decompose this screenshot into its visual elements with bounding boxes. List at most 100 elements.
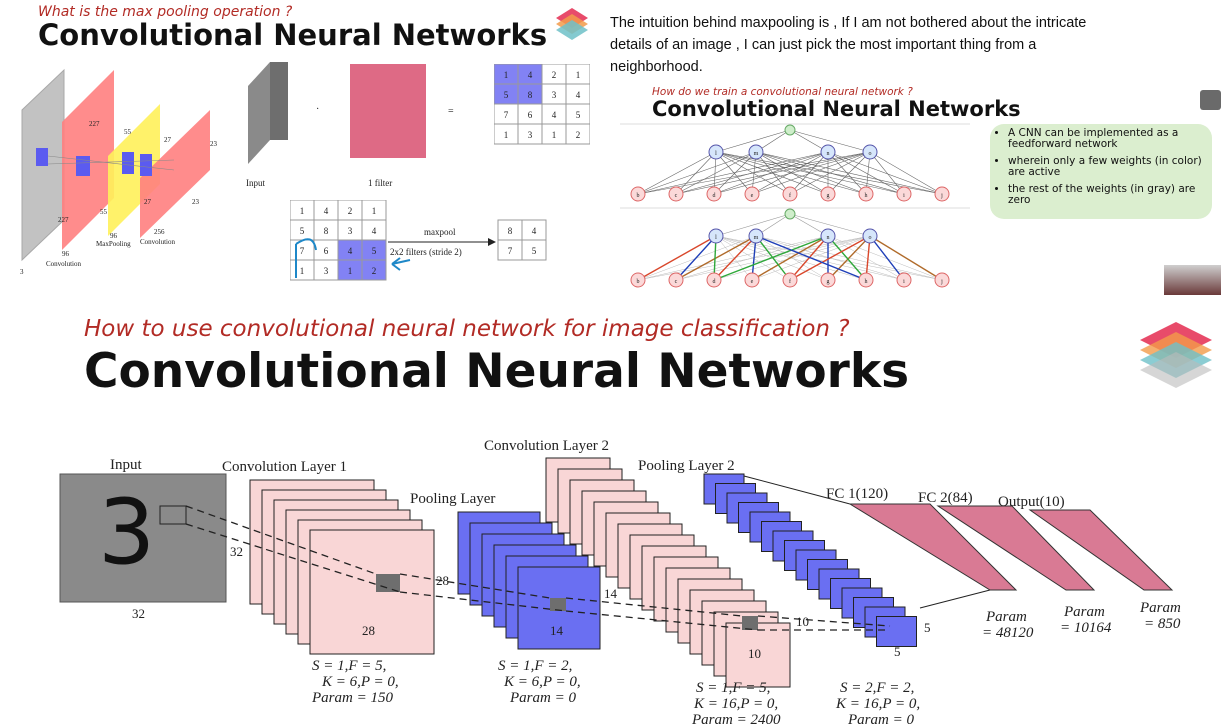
lg-3-1: 3 bbox=[324, 266, 329, 276]
rg-1-0: 5 bbox=[504, 90, 509, 100]
dim-p2-w: 5 bbox=[894, 644, 901, 659]
rg-3-3: 2 bbox=[576, 130, 581, 140]
lbl-256: 256 bbox=[154, 228, 165, 236]
pooled-0-1: 4 bbox=[532, 226, 537, 236]
conv1-feature-map bbox=[309, 529, 435, 655]
p-conv2-2: Param = 2400 bbox=[691, 712, 781, 727]
network-edge bbox=[637, 235, 757, 281]
dot-op: · bbox=[316, 104, 319, 115]
network-node bbox=[820, 186, 836, 202]
p-fc1-0: Param bbox=[985, 609, 1027, 625]
network-edge bbox=[637, 235, 829, 281]
network-edge bbox=[675, 235, 757, 281]
network-node bbox=[630, 272, 646, 288]
lbl-96a: 96 bbox=[62, 250, 70, 258]
maxpool-desc: 2x2 filters (stride 2) bbox=[390, 247, 462, 257]
network-node bbox=[782, 186, 798, 202]
network-node-label: n bbox=[827, 151, 830, 157]
rg-1-1: 8 bbox=[528, 90, 533, 100]
rg-3-0: 1 bbox=[504, 130, 509, 140]
maxpool-caption: maxpool bbox=[424, 227, 456, 237]
p-out-0: Param bbox=[1139, 600, 1181, 616]
input-caption: Input bbox=[246, 178, 265, 188]
network-edge bbox=[715, 151, 753, 195]
lbl-55a: 55 bbox=[124, 128, 132, 136]
conv2-label: Convolution Layer 2 bbox=[484, 438, 609, 454]
pool1-label: Pooling Layer bbox=[410, 491, 495, 507]
p-pool2-1: K = 16,P = 0, bbox=[835, 696, 920, 712]
network-node bbox=[668, 272, 684, 288]
p-pool2-2: Param = 0 bbox=[847, 712, 914, 727]
network-edge bbox=[675, 151, 717, 195]
network-edge bbox=[827, 151, 905, 195]
p-fc2-0: Param bbox=[1063, 604, 1105, 620]
network-edge bbox=[713, 235, 757, 281]
rg-0-0: 1 bbox=[504, 70, 509, 80]
lg-1-1: 8 bbox=[324, 226, 329, 236]
rg-1-3: 4 bbox=[576, 90, 581, 100]
network-edge bbox=[715, 235, 753, 281]
network-node-label: i bbox=[903, 279, 905, 285]
rg-2-0: 7 bbox=[504, 110, 509, 120]
network-edge bbox=[715, 151, 829, 195]
p-conv1-1: K = 6,P = 0, bbox=[321, 674, 399, 690]
input-filter-diagram: Input 1 filter · = bbox=[246, 62, 454, 188]
p-conv2-1: K = 16,P = 0, bbox=[693, 696, 778, 712]
alexnet-diagram: 227 227 55 55 27 27 23 23 3 96 96 256 Co… bbox=[20, 68, 218, 276]
lg-3-3: 2 bbox=[372, 266, 377, 276]
network-node bbox=[744, 186, 760, 202]
network-edge bbox=[789, 213, 871, 237]
thumbnail-edge bbox=[1200, 90, 1221, 110]
equals-op: = bbox=[448, 106, 454, 117]
lbl-23b: 23 bbox=[192, 198, 200, 206]
network-node bbox=[934, 272, 950, 288]
dim-c1-w: 28 bbox=[362, 623, 375, 638]
lbl-27b: 27 bbox=[144, 198, 152, 206]
network-node-label: o bbox=[869, 151, 872, 157]
network-node bbox=[782, 272, 798, 288]
network-node bbox=[896, 272, 912, 288]
bullet-box: A CNN can be implemented as a feedforwar… bbox=[990, 124, 1212, 219]
layers-logo-large-icon bbox=[1140, 322, 1212, 388]
result-grid: 1 4 2 1 5 8 3 4 7 6 4 5 1 3 1 2 bbox=[493, 63, 591, 151]
lbl-23: 23 bbox=[210, 140, 218, 148]
network-node bbox=[858, 186, 874, 202]
dim-c2-w: 10 bbox=[748, 646, 761, 661]
network-node bbox=[748, 228, 764, 244]
rg-0-3: 1 bbox=[576, 70, 581, 80]
network-node bbox=[668, 186, 684, 202]
network-edge bbox=[789, 129, 871, 153]
network-node bbox=[896, 186, 912, 202]
dim-p1-h: 14 bbox=[604, 586, 618, 601]
p-pool1-1: K = 6,P = 0, bbox=[503, 674, 581, 690]
panel2-question: How do we train a convolutional neural n… bbox=[652, 86, 913, 98]
lg-1-3: 4 bbox=[372, 226, 377, 236]
lbl-27a: 27 bbox=[164, 136, 172, 144]
network-node bbox=[858, 272, 874, 288]
network-node-label: m bbox=[754, 151, 759, 157]
pooled-1-1: 5 bbox=[532, 246, 537, 256]
lg-3-2: 1 bbox=[348, 266, 353, 276]
network-node-label: g bbox=[827, 279, 830, 285]
panel2-title: Convolutional Neural Networks bbox=[652, 97, 1021, 121]
fc2-label: FC 2(84) bbox=[918, 490, 973, 506]
p-pool1-2: Param = 0 bbox=[509, 690, 576, 706]
dim-in-h: 32 bbox=[230, 544, 243, 559]
network-edge bbox=[789, 235, 829, 281]
network-edge bbox=[869, 235, 943, 281]
panel1-question: What is the max pooling operation ? bbox=[38, 4, 293, 20]
network-node-label: f bbox=[789, 192, 791, 199]
network-edge bbox=[713, 235, 829, 281]
lbl-96b: 96 bbox=[110, 232, 118, 240]
lbl-convolution-2: Convolution bbox=[140, 238, 176, 246]
network-node-label: d bbox=[713, 279, 716, 285]
pool2-feature-map bbox=[876, 616, 917, 647]
network-node bbox=[820, 272, 836, 288]
rg-2-3: 5 bbox=[576, 110, 581, 120]
p-out-1: = 850 bbox=[1144, 616, 1181, 632]
network-edge bbox=[715, 213, 791, 237]
network-node-label: i bbox=[903, 193, 905, 199]
network-node bbox=[784, 124, 796, 136]
network-edge bbox=[755, 151, 943, 195]
